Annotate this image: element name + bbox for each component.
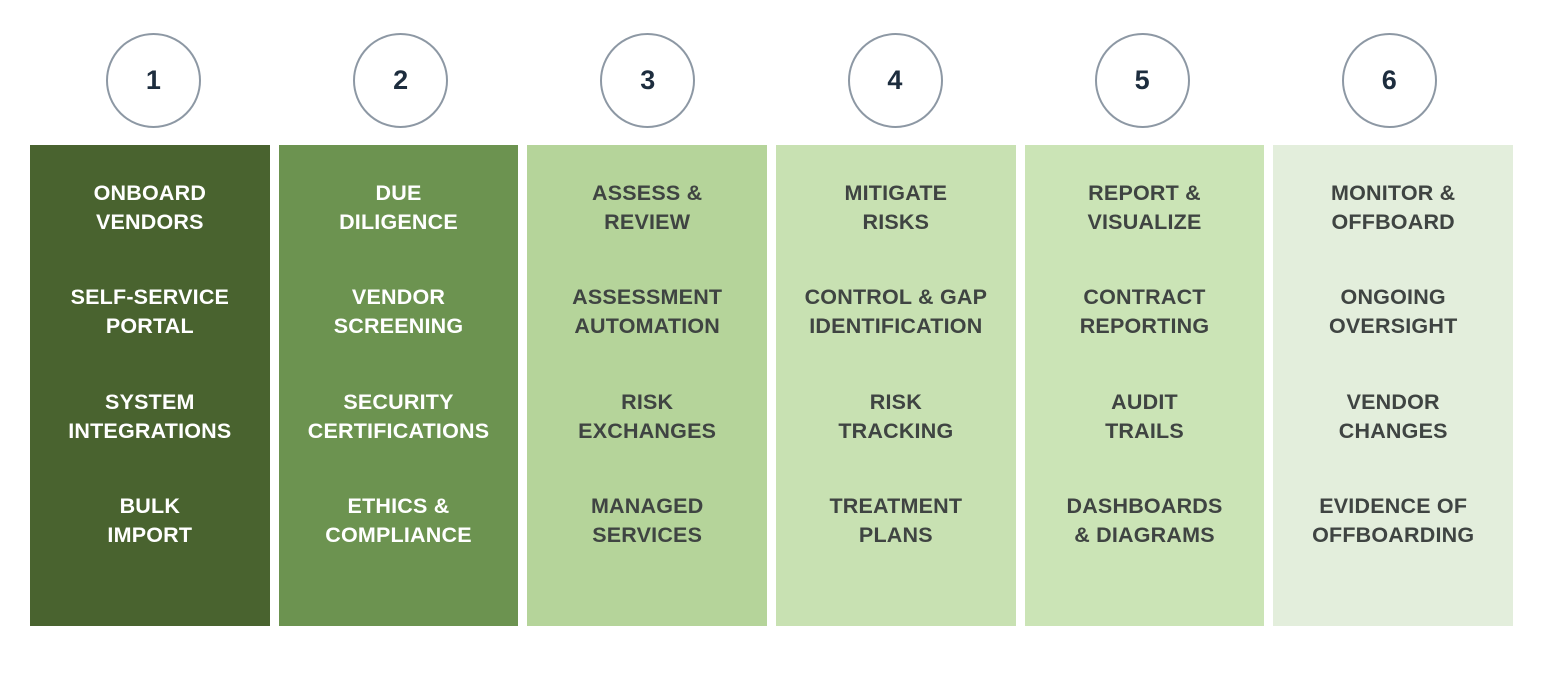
stage-number-label: 6 bbox=[1381, 64, 1398, 95]
stage-feature-line: RISK bbox=[869, 389, 922, 414]
stage-feature-line: REPORTING bbox=[1079, 314, 1210, 339]
stage-feature-line: SECURITY bbox=[343, 389, 454, 414]
stage-feature-item: SYSTEM INTEGRATIONS bbox=[36, 388, 264, 492]
stage-feature-line: OVERSIGHT bbox=[1328, 314, 1458, 339]
stage-feature-line: RISK bbox=[621, 389, 674, 414]
stage-feature-line: CHANGES bbox=[1338, 418, 1448, 443]
stage-number-cell-1: 1 bbox=[30, 32, 277, 128]
stage-feature-item: CONTRACT REPORTING bbox=[1031, 283, 1259, 387]
stage-number-circle[interactable]: 6 bbox=[1341, 32, 1437, 128]
stage-feature-item: EVIDENCE OF OFFBOARDING bbox=[1279, 492, 1507, 596]
stage-heading-line: ONBOARD bbox=[93, 181, 207, 205]
stage-feature-line: AUDIT bbox=[1111, 389, 1178, 414]
stage-number-circle[interactable]: 1 bbox=[106, 32, 202, 128]
stage-number-label: 1 bbox=[145, 64, 162, 95]
stage-feature-item: DASHBOARDS & DIAGRAMS bbox=[1031, 492, 1259, 596]
stage-number-circle[interactable]: 5 bbox=[1094, 32, 1190, 128]
stage-feature-line: PLANS bbox=[858, 522, 933, 547]
stage-number-label: 5 bbox=[1134, 64, 1150, 95]
stage-feature-line: INTEGRATIONS bbox=[68, 418, 232, 443]
stage-feature-line: SERVICES bbox=[592, 522, 703, 547]
stage-column-1[interactable]: ONBOARD VENDORS SELF-SERVICE PORTAL SYSTEM IN… bbox=[30, 145, 270, 626]
stage-number-label: 3 bbox=[640, 64, 656, 95]
stage-heading-line: RISKS bbox=[862, 210, 930, 234]
stage-number-cell-5: 5 bbox=[1019, 32, 1266, 128]
stage-heading: ASSESS & REVIEW bbox=[533, 179, 761, 283]
stage-feature-line: SELF-SERVICE bbox=[70, 285, 230, 310]
stage-feature-item: RISK EXCHANGES bbox=[533, 388, 761, 492]
stage-feature-line: EXCHANGES bbox=[578, 418, 717, 443]
stage-heading-line: VENDORS bbox=[95, 210, 204, 234]
stage-heading-line: REPORT & bbox=[1088, 181, 1201, 205]
stage-feature-line: TRAILS bbox=[1105, 418, 1184, 443]
stage-number-cell-2: 2 bbox=[277, 32, 524, 128]
stage-number-cell-3: 3 bbox=[524, 32, 771, 128]
stage-number-label: 2 bbox=[393, 64, 409, 95]
stage-feature-line: ETHICS & bbox=[347, 493, 450, 518]
stage-heading: DUE DILIGENCE bbox=[285, 179, 513, 283]
stage-heading: MITIGATE RISKS bbox=[782, 179, 1010, 283]
stage-heading-line: VISUALIZE bbox=[1087, 210, 1202, 234]
stage-feature-item: ASSESSMENT AUTOMATION bbox=[533, 283, 761, 387]
stage-feature-item: ETHICS & COMPLIANCE bbox=[285, 492, 513, 596]
stage-column-2[interactable]: DUE DILIGENCE VENDOR SCREENING SECURITY CERTI… bbox=[278, 145, 519, 626]
stage-feature-line: TRACKING bbox=[838, 418, 954, 443]
stage-feature-line: VENDOR bbox=[351, 285, 446, 310]
stage-feature-item: CONTROL & GAP IDENTIFICATION bbox=[782, 283, 1010, 387]
stage-feature-line: TREATMENT bbox=[829, 493, 963, 518]
stage-column-5[interactable]: REPORT & VISUALIZE CONTRACT REPORTING AUDIT T… bbox=[1024, 145, 1265, 626]
stage-feature-line: VENDOR bbox=[1346, 389, 1440, 414]
stage-number-cell-6: 6 bbox=[1266, 32, 1513, 128]
stage-feature-line: PORTAL bbox=[105, 314, 194, 339]
stage-feature-line: COMPLIANCE bbox=[325, 522, 472, 547]
stage-feature-item: MANAGED SERVICES bbox=[533, 492, 761, 596]
stage-feature-item: RISK TRACKING bbox=[782, 388, 1010, 492]
stage-number-circle[interactable]: 2 bbox=[353, 32, 449, 128]
stage-heading: REPORT & VISUALIZE bbox=[1031, 179, 1259, 283]
stage-feature-line: IMPORT bbox=[107, 522, 193, 547]
stage-feature-line: CONTRACT bbox=[1083, 285, 1206, 310]
stage-heading: MONITOR & OFFBOARD bbox=[1279, 179, 1507, 283]
stage-feature-line: MANAGED bbox=[590, 493, 704, 518]
stage-number-circle[interactable]: 3 bbox=[600, 32, 696, 128]
stage-heading-line: DUE bbox=[375, 181, 422, 205]
stage-number-row: 1 2 3 4 5 6 bbox=[30, 32, 1513, 128]
stage-column-3[interactable]: ASSESS & REVIEW ASSESSMENT AUTOMATION RISK EX… bbox=[527, 145, 768, 626]
stage-feature-item: SELF-SERVICE PORTAL bbox=[36, 283, 264, 387]
stage-feature-line: DASHBOARDS bbox=[1066, 493, 1223, 518]
stage-feature-item: TREATMENT PLANS bbox=[782, 492, 1010, 596]
stage-feature-line: & DIAGRAMS bbox=[1074, 522, 1215, 547]
stage-feature-line: ONGOING bbox=[1340, 285, 1446, 310]
stage-column-4[interactable]: MITIGATE RISKS CONTROL & GAP IDENTIFICATION… bbox=[776, 145, 1016, 626]
stage-heading-line: MITIGATE bbox=[844, 181, 948, 205]
stage-feature-item: VENDOR CHANGES bbox=[1279, 388, 1507, 492]
stage-feature-item: AUDIT TRAILS bbox=[1031, 388, 1259, 492]
stage-heading: ONBOARD VENDORS bbox=[36, 179, 264, 283]
stage-heading-line: MONITOR & bbox=[1330, 181, 1456, 205]
stage-feature-item: ONGOING OVERSIGHT bbox=[1279, 283, 1507, 387]
stage-number-label: 4 bbox=[887, 64, 903, 95]
stage-feature-item: VENDOR SCREENING bbox=[285, 283, 513, 387]
stage-feature-item: SECURITY CERTIFICATIONS bbox=[285, 388, 513, 492]
stage-feature-line: SYSTEM bbox=[105, 389, 195, 414]
stage-number-circle[interactable]: 4 bbox=[847, 32, 943, 128]
stage-feature-line: BULK bbox=[119, 493, 181, 518]
stage-heading-line: ASSESS & bbox=[592, 181, 703, 205]
stage-feature-line: AUTOMATION bbox=[574, 314, 721, 339]
stage-feature-line: ASSESSMENT bbox=[572, 285, 723, 310]
stage-columns-row: ONBOARD VENDORS SELF-SERVICE PORTAL SYSTEM IN… bbox=[30, 145, 1514, 626]
stage-feature-item: BULK IMPORT bbox=[36, 492, 264, 596]
stage-feature-line: CERTIFICATIONS bbox=[307, 418, 490, 443]
stage-feature-line: OFFBOARDING bbox=[1312, 522, 1475, 547]
stage-feature-line: CONTROL & GAP bbox=[804, 285, 988, 310]
stage-heading-line: OFFBOARD bbox=[1331, 210, 1455, 234]
stage-feature-line: SCREENING bbox=[333, 314, 464, 339]
stage-column-6[interactable]: MONITOR & OFFBOARD ONGOING OVERSIGHT VENDOR C… bbox=[1273, 145, 1514, 626]
stage-heading-line: REVIEW bbox=[604, 210, 691, 234]
stage-heading-line: DILIGENCE bbox=[339, 210, 458, 234]
stage-number-cell-4: 4 bbox=[772, 32, 1019, 128]
stage-feature-line: IDENTIFICATION bbox=[809, 314, 983, 339]
stage-feature-line: EVIDENCE OF bbox=[1319, 493, 1468, 518]
